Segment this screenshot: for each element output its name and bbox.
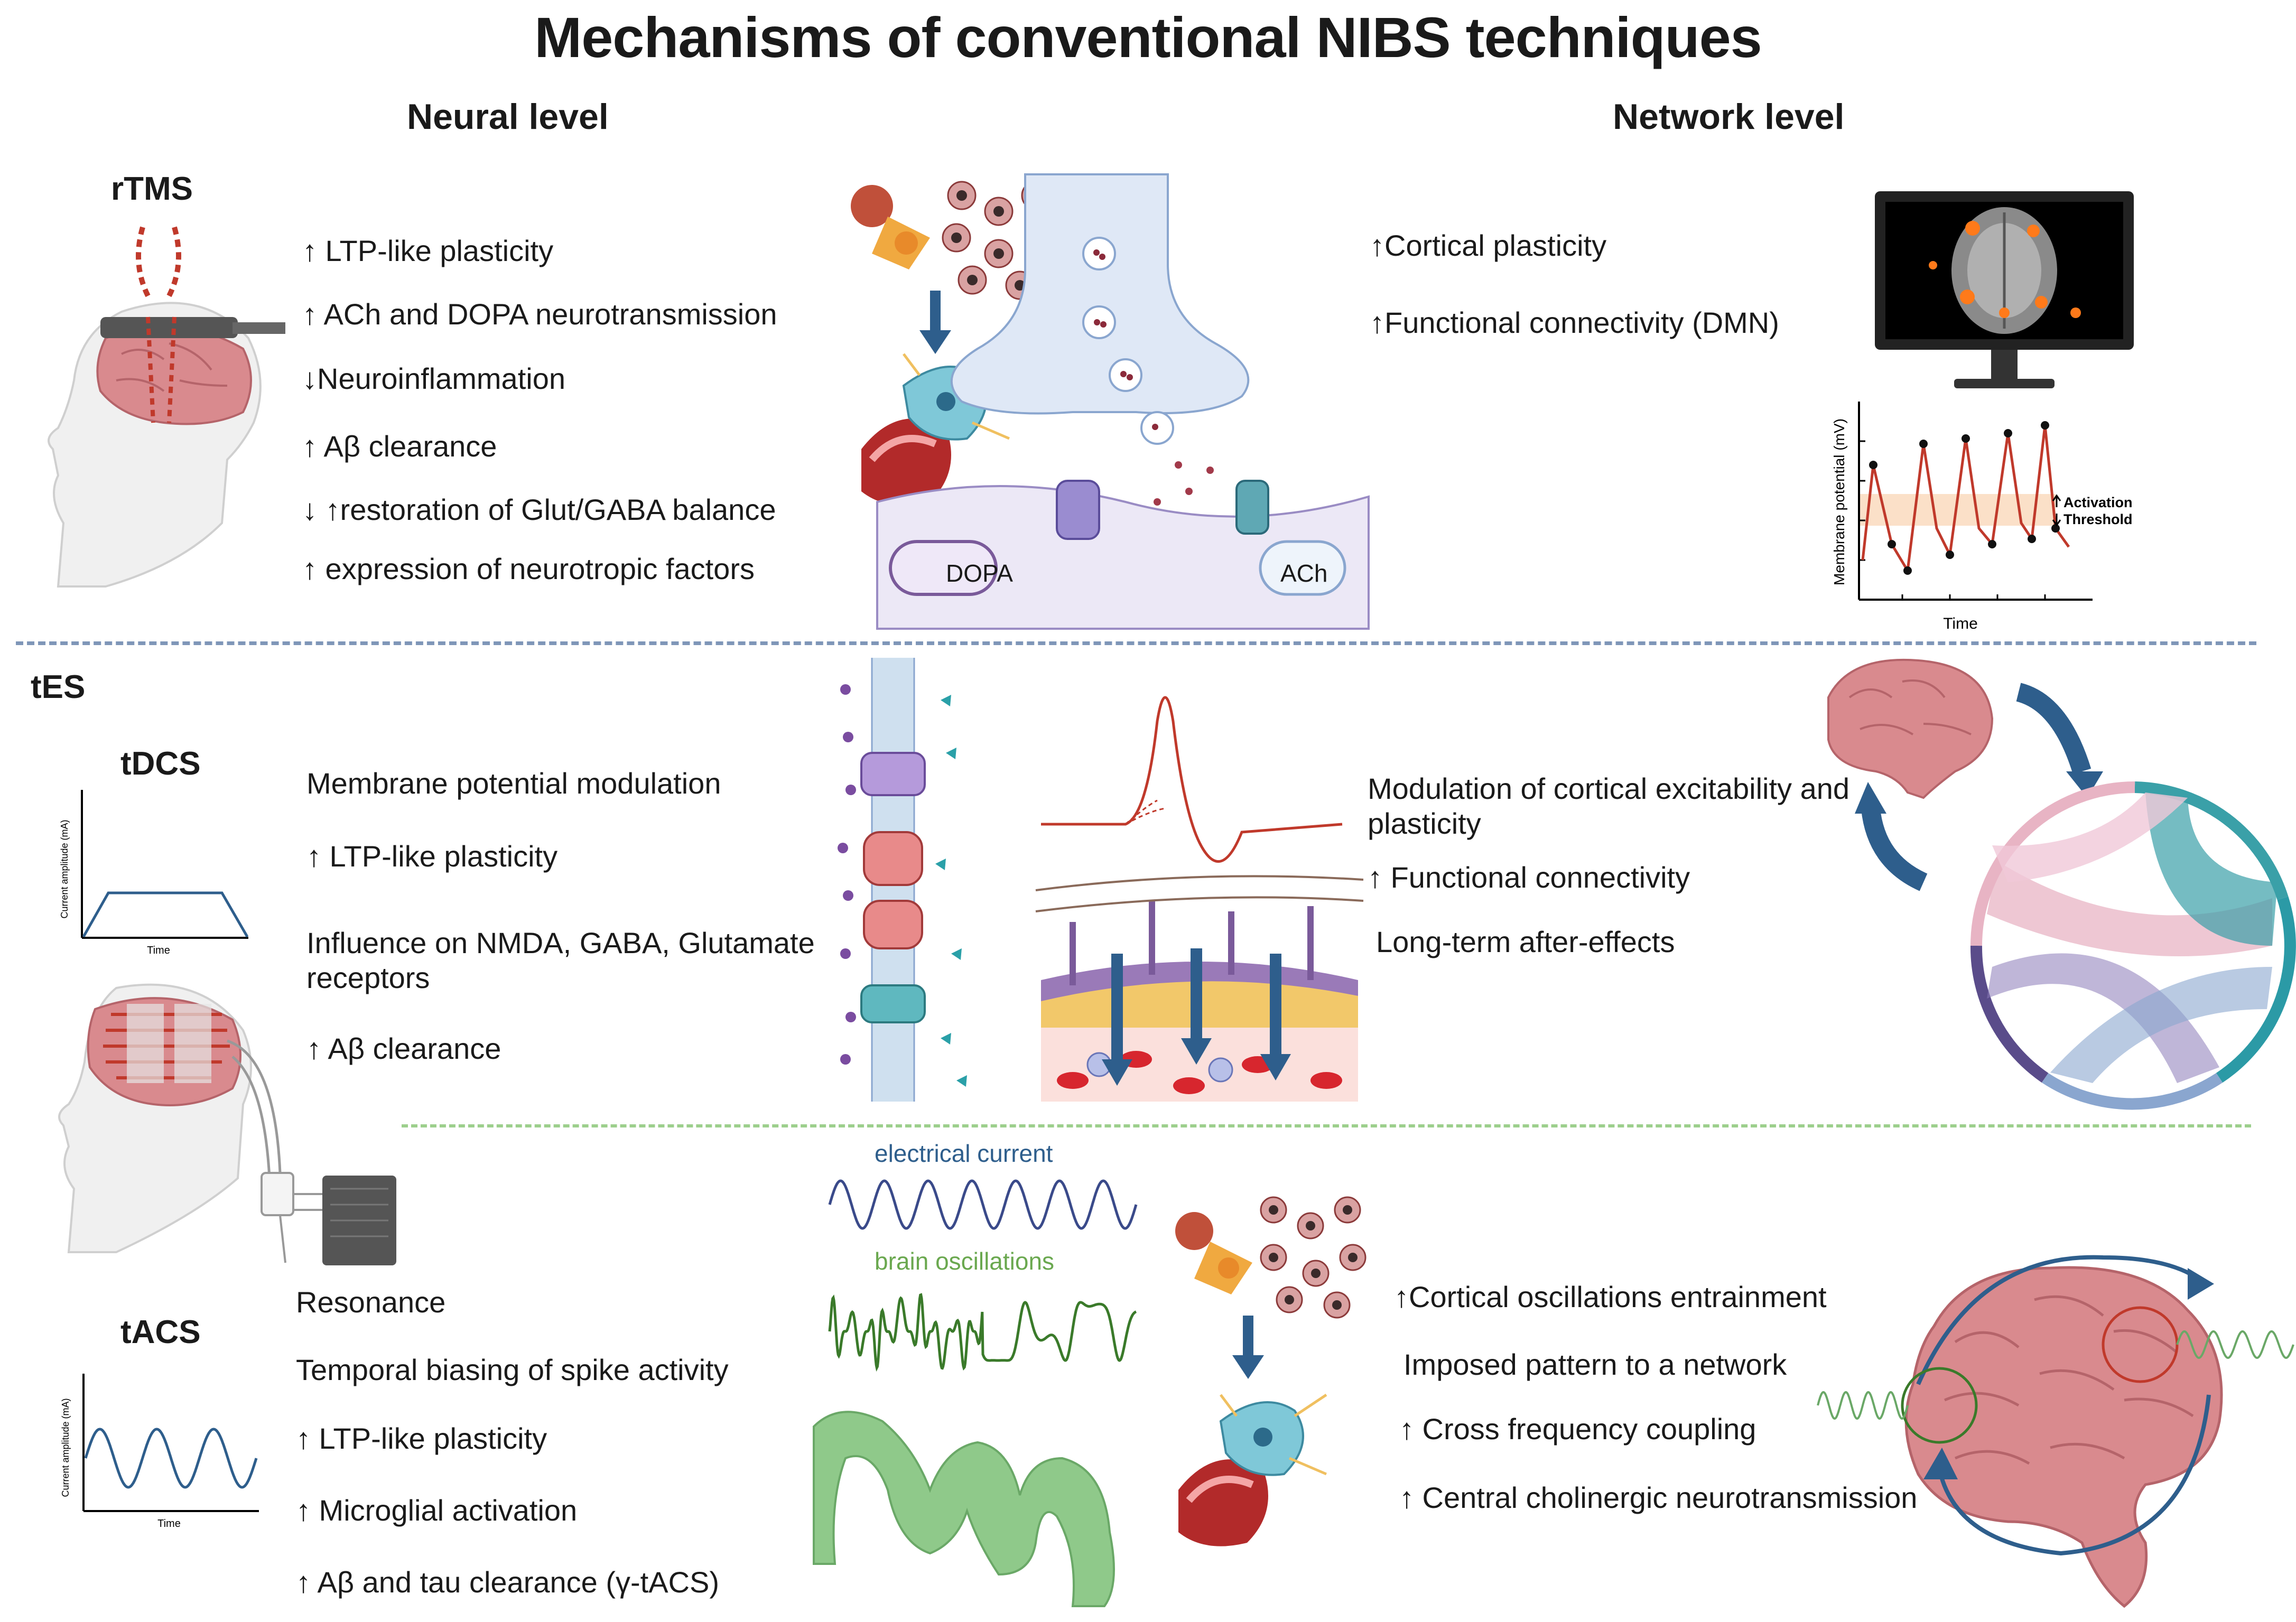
tacs-network-item-4: ↑ Central cholinergic neurotransmission (1399, 1481, 1918, 1514)
rtms-neural-item-3: ↓Neuroinflammation (302, 362, 565, 395)
tdcs-network-item-1: Modulation of cortical excitability and … (1368, 772, 1850, 841)
section-divider-tdcs-tacs (402, 1124, 2251, 1127)
tacs-label: tACS (120, 1314, 201, 1350)
membrane-point (1919, 440, 1928, 448)
tacs-waveform (84, 1428, 258, 1489)
brain-icon (1904, 1266, 2223, 1608)
tdcs-neural-item-4: ↑ Aβ clearance (306, 1032, 501, 1065)
rtms-neural-item-6: ↑ expression of neurotropic factors (302, 552, 755, 585)
tdcs-waveform (82, 891, 249, 938)
arrow-icon (2015, 683, 2092, 775)
membrane-point (2051, 524, 2060, 533)
rtms-neural-item-5: ↓ ↑restoration of Glut/GABA balance (302, 493, 776, 526)
fmri-monitor-illustration (1875, 191, 2134, 388)
tacs-network-item-3: ↑ Cross frequency coupling (1399, 1412, 1756, 1446)
tacs-network-item-1: ↑Cortical oscillations entrainment (1394, 1280, 1827, 1313)
tacs-x-label: Time (157, 1518, 181, 1530)
tacs-neural-item-5: ↑ Aβ and tau clearance (γ-tACS) (296, 1565, 720, 1599)
arrow-icon (1916, 1255, 2200, 1385)
rtms-neural-item-1: ↑ LTP-like plasticity (302, 234, 554, 267)
neural-level-header: Neural level (407, 97, 609, 137)
tacs-neural-item-2: Temporal biasing of spike activity (296, 1353, 729, 1386)
dopa-pill (889, 540, 998, 596)
section-divider-rtms-tes (16, 641, 2256, 645)
rtms-network-item-1: ↑Cortical plasticity (1370, 229, 1607, 262)
cortex-gyrus-icon (813, 1411, 1115, 1607)
electrical-current-label: electrical current (875, 1140, 1053, 1167)
rtms-network-item-2: ↑Functional connectivity (DMN) (1370, 306, 1779, 339)
tes-label: tES (31, 669, 86, 705)
brain-oscillation-wave (828, 1293, 1137, 1372)
tacs-waves-illustration (813, 1179, 1367, 1607)
membrane-point (1888, 540, 1896, 548)
membrane-potential-chart: Time Membrane potential (mV) Activation … (1831, 402, 2133, 632)
tms-coil-icon (100, 317, 238, 338)
tacs-neural-item-1: Resonance (296, 1285, 446, 1319)
tdcs-network-item-3: Long-term after-effects (1376, 925, 1675, 958)
electrical-current-wave (828, 1179, 1138, 1230)
membrane-point (1946, 551, 1954, 559)
rtms-neural-item-4: ↑ Aβ clearance (302, 430, 497, 463)
tdcs-network-item-2: ↑ Functional connectivity (1368, 861, 1690, 894)
membrane-point (2041, 421, 2049, 430)
connectivity-chord-illustration (1827, 658, 2296, 1110)
membrane-point (2004, 429, 2012, 437)
action-potential-trace (1041, 696, 1343, 863)
tdcs-neural-item-1: Membrane potential modulation (306, 767, 721, 800)
tdcs-neural-item-2: ↑ LTP-like plasticity (306, 840, 558, 873)
tdcs-x-label: Time (147, 945, 170, 956)
membrane-trace (1861, 425, 2070, 575)
brain-oscillations-label: brain oscillations (875, 1247, 1055, 1275)
membrane-point (1962, 434, 1970, 443)
tacs-y-label: Current amplitude (mA) (60, 1398, 71, 1497)
membrane-y-label: Membrane potential (mV) (1831, 418, 1847, 585)
figure-title: Mechanisms of conventional NIBS techniqu… (534, 5, 1762, 69)
tacs-neural-item-4: ↑ Microglial activation (296, 1494, 578, 1527)
threshold-label-1: Activation (2063, 495, 2133, 510)
tacs-brain-entrainment-illustration (1817, 1255, 2294, 1608)
rtms-synapse-illustration (851, 173, 1370, 630)
tdcs-head-illustration (58, 983, 396, 1265)
tacs-network-item-2: Imposed pattern to a network (1403, 1348, 1787, 1381)
ach-pill (1259, 540, 1346, 596)
membrane-point (1988, 540, 1996, 548)
tdcs-y-label: Current amplitude (mA) (59, 819, 70, 918)
membrane-point (1903, 566, 1912, 575)
tacs-neural-item-3: ↑ LTP-like plasticity (296, 1422, 547, 1455)
threshold-label-2: Threshold (2063, 511, 2133, 527)
dopa-label: DOPA (946, 560, 1013, 587)
glial-cells-icon (1175, 1196, 1367, 1319)
ach-label: ACh (1280, 560, 1328, 587)
membrane-point (2028, 535, 2036, 543)
rtms-neural-item-2: ↑ ACh and DOPA neurotransmission (302, 297, 777, 331)
tdcs-neural-item-3: Influence on NMDA, GABA, Glutamate recep… (306, 926, 815, 995)
membrane-x-label: Time (1943, 615, 1978, 632)
membrane-point (1869, 461, 1877, 469)
tdcs-label: tDCS (120, 745, 201, 782)
rtms-head-illustration (48, 226, 285, 588)
network-level-header: Network level (1613, 97, 1845, 137)
brain-icon (1827, 658, 1994, 799)
rtms-label: rTMS (111, 171, 193, 207)
tdcs-current-chart: Time Current amplitude (mA) (59, 790, 249, 956)
tdcs-membrane-illustration (838, 658, 1364, 1102)
tacs-current-chart: Time Current amplitude (mA) (60, 1374, 259, 1530)
